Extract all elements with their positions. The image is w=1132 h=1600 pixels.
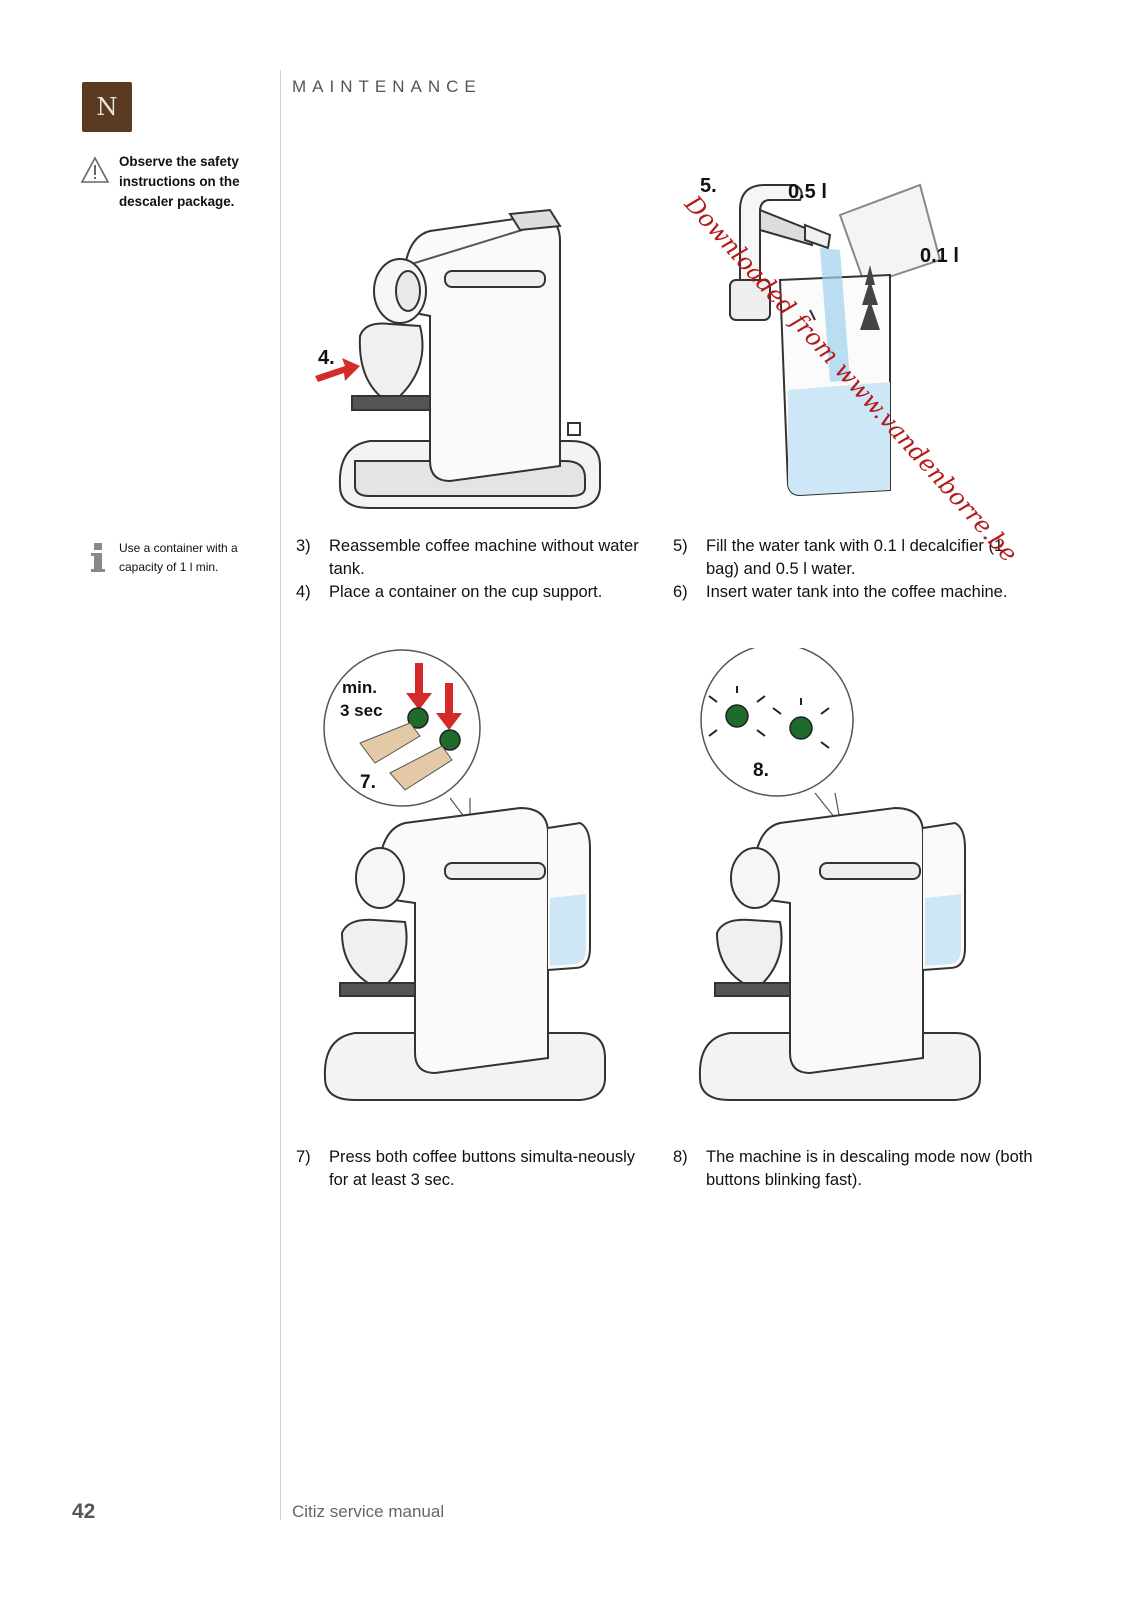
arrow-icon [315, 358, 360, 382]
step-number: 3) [296, 537, 311, 555]
step-8: 8) The machine is in descaling mode now (… [673, 1146, 1033, 1192]
step-text: The machine is in descaling mode now (bo… [706, 1148, 1033, 1189]
info-icon [91, 543, 105, 572]
step-4-label: 4. [318, 347, 335, 369]
page-number: 42 [72, 1500, 96, 1523]
step-text: Place a container on the cup support. [329, 583, 603, 601]
step-5-label: 5. [700, 175, 717, 197]
coffee-button-left-icon [725, 704, 749, 728]
tap-icon [809, 309, 816, 321]
column-divider [280, 70, 281, 1520]
step-number: 5) [673, 537, 688, 555]
step-7: 7) Press both coffee buttons simulta-neou… [296, 1146, 641, 1192]
figure-place-container: 4. [315, 208, 601, 509]
step-8-label: 8. [753, 760, 769, 781]
plant-icon [860, 265, 880, 330]
section-title: MAINTENANCE [292, 77, 482, 96]
arrow-icon [406, 663, 462, 730]
coffee-button-right-icon [439, 729, 461, 751]
figure-fill-tank: 5. 0.5 l 0.1 l [700, 175, 959, 497]
step-number: 4) [296, 583, 311, 601]
sec-label: 3 sec [340, 701, 383, 720]
footer-title: Citiz service manual [292, 1502, 445, 1521]
descaler-amount-label: 0.1 l [920, 245, 959, 267]
water-amount-label: 0.5 l [788, 181, 827, 203]
warning-icon [80, 156, 110, 183]
coffee-button-left-icon [407, 707, 429, 729]
container-info-text: Use a container with a capacity of 1 l m… [119, 541, 238, 574]
step-number: 7) [296, 1148, 311, 1166]
steps-3-4: 3) Reassemble coffee machine without wate… [296, 535, 641, 604]
step-text: Reassemble coffee machine without water … [329, 537, 639, 578]
steps-5-6: 5) Fill the water tank with 0.1 l decalci… [673, 535, 1033, 604]
step-text: Press both coffee buttons simulta-neousl… [329, 1148, 636, 1189]
step-text: Fill the water tank with 0.1 l decalcifi… [706, 537, 1004, 578]
step-number: 6) [673, 583, 688, 601]
step-number: 8) [673, 1148, 688, 1166]
coffee-button-right-icon [789, 716, 813, 740]
figure-press-buttons: min. 3 sec 7. [323, 649, 606, 1101]
figure-descaling-mode: 8. [698, 648, 981, 1101]
step-text: Insert water tank into the coffee machin… [706, 583, 1008, 601]
blink-rays-icon [708, 686, 830, 749]
safety-warning-text: Observe the safety instructions on the d… [119, 154, 240, 209]
min-label: min. [342, 678, 377, 697]
step-7-label: 7. [360, 772, 376, 793]
nespresso-logo: N [82, 82, 132, 132]
